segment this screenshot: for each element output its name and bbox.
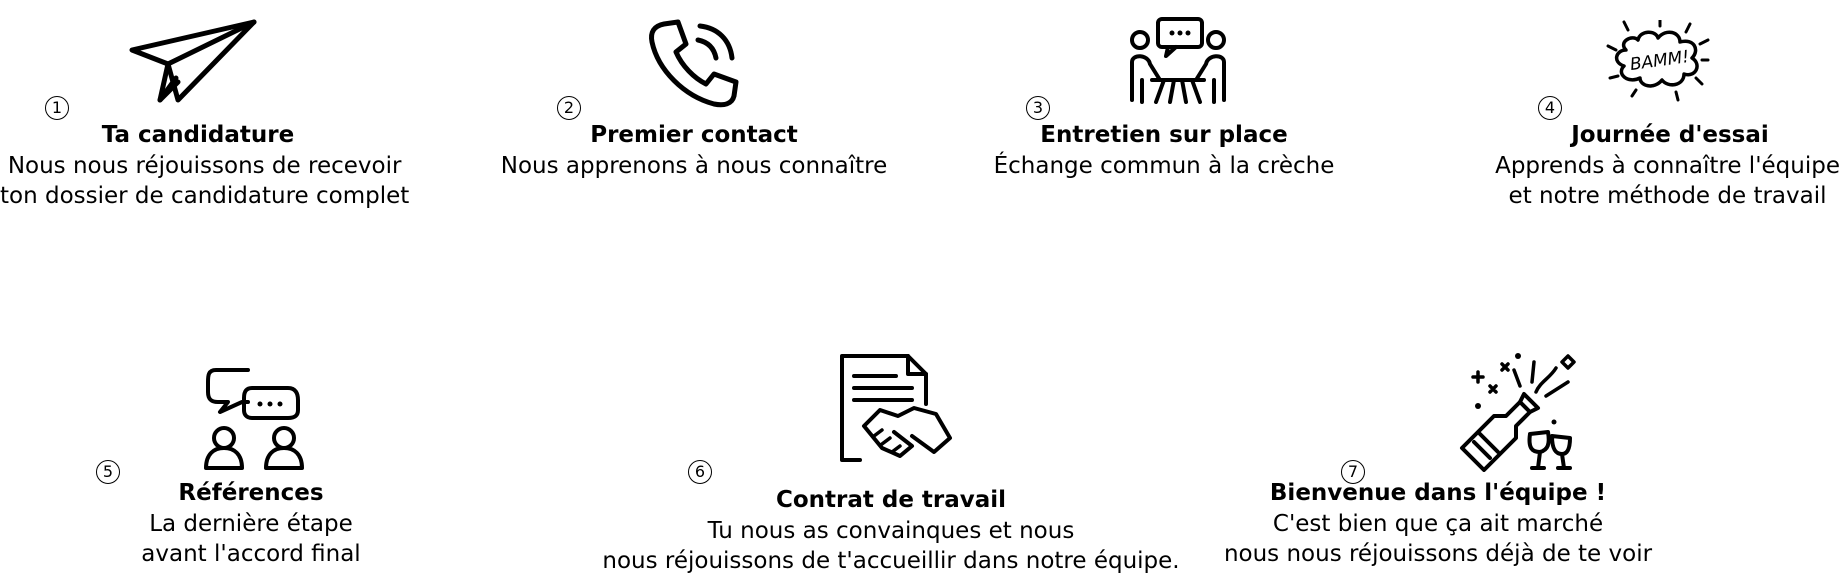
step-number-badge: 3 — [1026, 96, 1050, 120]
step-title: Journée d'essai — [1571, 122, 1769, 148]
step-title: Contrat de travail — [775, 487, 1007, 513]
phone-call-icon — [644, 14, 744, 110]
meeting-icon — [1128, 16, 1228, 104]
step-title: Ta candidature — [101, 122, 295, 148]
step-number-badge: 1 — [45, 96, 69, 120]
step-description: Échange commun à la crèche — [993, 153, 1335, 179]
step-number-badge: 2 — [557, 96, 581, 120]
champagne-celebration-icon — [1458, 352, 1582, 472]
bamm-burst-icon: BAMM! — [1604, 20, 1716, 104]
references-chat-icon — [204, 366, 308, 472]
step-description: Nous apprenons à nous connaître — [500, 153, 888, 179]
step-title: Bienvenue dans l'équipe ! — [1269, 480, 1607, 506]
step-title: Références — [178, 480, 324, 506]
step-number-badge: 5 — [96, 460, 120, 484]
step-title: Entretien sur place — [1040, 122, 1288, 148]
contract-handshake-icon — [838, 352, 954, 466]
step-number-badge: 4 — [1538, 96, 1562, 120]
step-number-badge: 7 — [1341, 460, 1365, 484]
svg-text:BAMM!: BAMM! — [1629, 47, 1691, 75]
step-number-badge: 6 — [688, 460, 712, 484]
step-title: Premier contact — [590, 122, 798, 148]
paper-plane-icon — [128, 18, 258, 106]
